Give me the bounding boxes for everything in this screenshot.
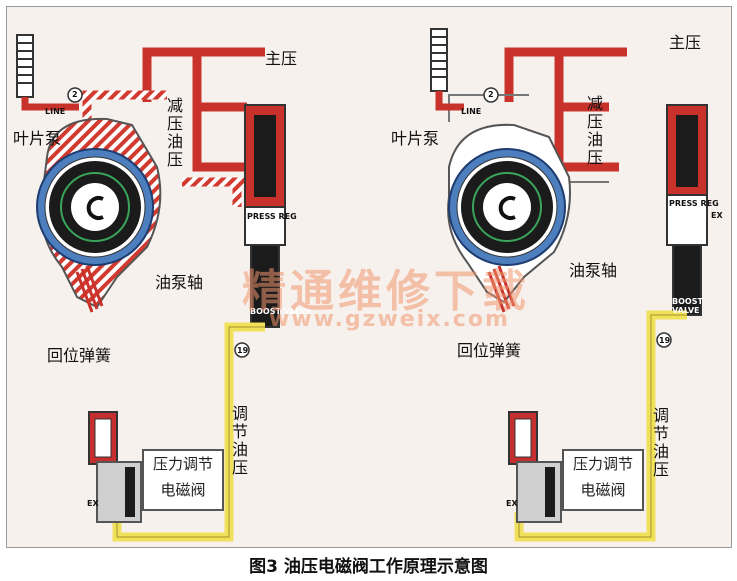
regulated-pressure-label: 调 节 油 压	[653, 407, 671, 479]
solenoid-box-line: 电磁阀	[160, 481, 206, 499]
ex-label: EX	[87, 499, 99, 508]
return-spring-label: 回位弹簧	[47, 346, 112, 365]
reduced-pressure-label: 减 压 油 压	[167, 97, 185, 169]
reduced-pressure-line	[448, 94, 529, 122]
main-pressure-line	[504, 47, 627, 102]
press-reg-label: PRESS REG	[247, 212, 297, 221]
return-spring	[487, 265, 516, 313]
reduced-pressure-char: 压	[587, 148, 604, 167]
shaft-c	[498, 196, 516, 220]
solenoid-box-line: 压力调节	[572, 455, 633, 473]
right-panel: 主压 LINE 2 减 压 油 压 叶片泵 油泵轴 回位弹簧 PRESS REG…	[369, 7, 731, 547]
figure-frame: 主压 LINE 2 减 压 油 压 叶片泵 油泵轴 回位弹簧 PRESS REG…	[6, 6, 732, 548]
circle-19-label: 19	[659, 336, 671, 345]
line-feed	[21, 97, 79, 111]
regulated-pressure-char: 压	[653, 460, 670, 479]
regulated-pressure-char: 油	[232, 440, 249, 459]
regulated-pressure-char: 油	[653, 442, 670, 461]
pump-shaft-label: 油泵轴	[569, 261, 618, 280]
solenoid-box: 压力调节 电磁阀	[142, 449, 224, 511]
circle-19-label: 19	[237, 346, 249, 355]
solenoid-box-line: 压力调节	[152, 455, 213, 473]
return-spring-label: 回位弹簧	[457, 341, 522, 360]
watermark-url: www.gzweix.com	[269, 307, 510, 332]
circle-2-label: 2	[72, 90, 78, 99]
press-reg-label: PRESS REG	[669, 199, 719, 208]
circle-19-badge	[656, 332, 672, 348]
main-pressure-label: 主压	[669, 33, 702, 52]
regulated-pressure-label: 调 节 油 压	[232, 405, 250, 477]
return-spring	[75, 265, 104, 313]
boost-valve-label: BOOST VALVE	[672, 297, 703, 315]
right-diagram	[430, 28, 708, 542]
solenoid-box-line: 电磁阀	[580, 481, 626, 499]
regulated-pressure-char: 节	[653, 424, 670, 443]
line-label: LINE	[45, 107, 66, 116]
vane-pump-label: 叶片泵	[391, 129, 440, 148]
reduced-pressure-label: 减 压 油 压	[587, 95, 605, 167]
circle-2-badge	[67, 87, 83, 103]
reduced-pressure-char: 减	[587, 94, 604, 113]
reduced-pressure-char: 油	[167, 132, 184, 151]
circle-2-label: 2	[488, 90, 494, 99]
vane-pump-label: 叶片泵	[13, 129, 62, 148]
reduced-pressure-char: 减	[167, 96, 184, 115]
reduced-pressure-char: 压	[167, 150, 184, 169]
boost-valve-body	[250, 244, 280, 328]
left-panel: 主压 LINE 2 减 压 油 压 叶片泵 油泵轴 回位弹簧 PRESS REG…	[7, 7, 369, 547]
pump-shaft-label: 油泵轴	[155, 273, 204, 292]
circle-19-badge	[234, 342, 250, 358]
ex-label: EX	[506, 499, 518, 508]
boost-valve-label: BOOST VALVE	[250, 307, 312, 316]
reduced-pressure-char: 油	[587, 130, 604, 149]
main-pressure-branch	[192, 52, 257, 172]
main-pressure-label: 主压	[265, 49, 298, 68]
reduced-pressure-char: 压	[587, 112, 604, 131]
reduced-pressure-char: 压	[167, 114, 184, 133]
figure-caption: 图3 油压电磁阀工作原理示意图	[249, 557, 488, 577]
regulated-pressure-char: 调	[653, 406, 670, 425]
left-diagram	[16, 34, 286, 542]
watermark-cn: 精通维修下载	[242, 266, 530, 317]
regulated-pressure-char: 调	[232, 404, 249, 423]
line-label: LINE	[461, 107, 482, 116]
shaft-c	[86, 196, 104, 220]
main-pressure-line	[142, 47, 265, 102]
solenoid-box: 压力调节 电磁阀	[562, 449, 644, 511]
regulated-pressure-char: 节	[232, 422, 249, 441]
line-feed	[435, 91, 464, 111]
circle-2-badge	[483, 87, 499, 103]
ex-valve-label: EX	[711, 211, 723, 220]
regulated-pressure-char: 压	[232, 458, 249, 477]
